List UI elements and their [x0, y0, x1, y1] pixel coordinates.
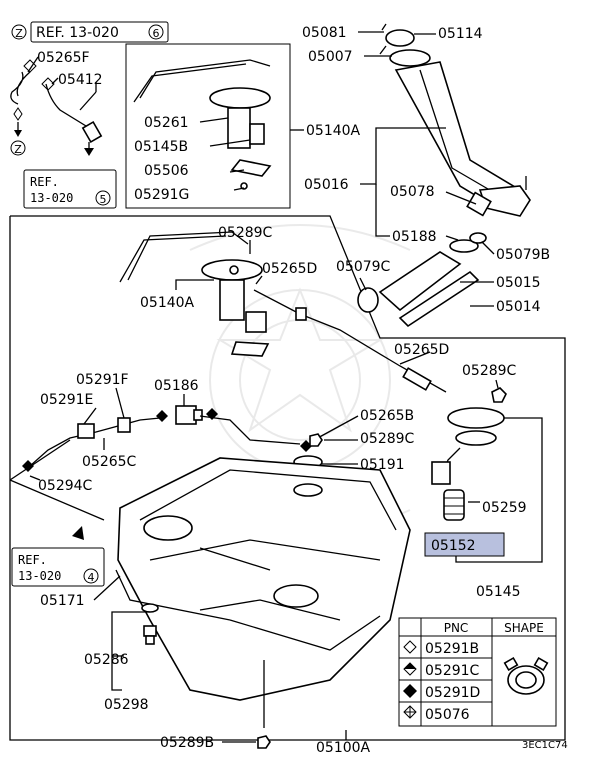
z-marker-bottom: Z [14, 143, 22, 156]
table-row-pnc-2: 05291C [425, 663, 480, 679]
label-05145[interactable]: 05145 [476, 584, 521, 600]
guide-line-b [9, 439, 71, 481]
filler-neck-assembly [357, 23, 531, 328]
table-row-pnc-1: 05291B [425, 641, 479, 657]
label-05286[interactable]: 05286 [84, 652, 129, 668]
table-header-shape: SHAPE [504, 621, 544, 635]
ref-top-num: 6 [153, 27, 160, 40]
label-05145B[interactable]: 05145B [134, 139, 188, 155]
diamond-05265F [23, 59, 37, 73]
arrow-ref-bottom [72, 526, 84, 540]
label-05265B[interactable]: 05265B [360, 408, 414, 424]
diamond-05412 [41, 77, 55, 91]
fuel-line-long [253, 289, 447, 393]
table-row-pnc-4: 05076 [425, 707, 470, 723]
label-05289C-b[interactable]: 05289C [462, 363, 517, 379]
ref-box-bottom: REF. 13-020 4 [11, 547, 105, 587]
ref-mid-line2: 13-020 [30, 191, 73, 205]
label-05412[interactable]: 05412 [58, 72, 103, 88]
label-05114[interactable]: 05114 [438, 26, 483, 42]
label-05291F[interactable]: 05291F [76, 372, 129, 388]
diamond-filled-icon [403, 684, 417, 698]
fuel-pump-module [119, 231, 270, 357]
label-05007[interactable]: 05007 [308, 49, 353, 65]
nut-05289B [257, 735, 271, 749]
label-05152[interactable]: 05152 [431, 538, 476, 554]
label-05289C-a[interactable]: 05289C [218, 225, 273, 241]
label-05186[interactable]: 05186 [154, 378, 199, 394]
label-05261[interactable]: 05261 [144, 115, 189, 131]
diagram-code: 3EC1C74 [522, 740, 568, 751]
highlight-05152[interactable] [424, 532, 505, 557]
label-05265D-b[interactable]: 05265D [394, 342, 449, 358]
label-05265F[interactable]: 05265F [37, 50, 90, 66]
label-05078[interactable]: 05078 [390, 184, 435, 200]
label-05188[interactable]: 05188 [392, 229, 437, 245]
pump-subassembly-box [125, 43, 291, 209]
frame-lines [9, 215, 566, 741]
ref-mid-line1: REF. [30, 175, 59, 189]
nut-05289C-c [309, 433, 323, 447]
ref-bot-num: 4 [88, 571, 95, 584]
label-05265C[interactable]: 05265C [82, 454, 137, 470]
label-05079C[interactable]: 05079C [336, 259, 391, 275]
label-05016[interactable]: 05016 [304, 177, 349, 193]
label-05100A[interactable]: 05100A [316, 740, 371, 756]
pnc-shape-table: PNC SHAPE 05291B 05291C 05291D 05076 [398, 617, 557, 727]
ref-top-prefix: Z [15, 27, 23, 40]
label-05259[interactable]: 05259 [482, 500, 527, 516]
fuel-tank [115, 457, 411, 701]
ref-bot-line2: 13-020 [18, 569, 61, 583]
diamond-outline-icon [403, 640, 417, 654]
fuel-line-assembly-left: Z [10, 56, 103, 156]
ref-top-text: REF. 13-020 [36, 25, 119, 41]
ref-bot-line1: REF. [18, 553, 47, 567]
label-05140A-top[interactable]: 05140A [306, 123, 361, 139]
left-line-assembly [22, 405, 312, 472]
label-05291G[interactable]: 05291G [134, 187, 189, 203]
ref-box-mid: REF. 13-020 5 [23, 169, 117, 209]
label-05015[interactable]: 05015 [496, 275, 541, 291]
ref-box-top: Z REF. 13-020 6 [11, 21, 169, 43]
label-05140A-mid[interactable]: 05140A [140, 295, 195, 311]
table-header-pnc: PNC [444, 621, 469, 635]
table-row-pnc-3: 05291D [425, 685, 480, 701]
label-05081[interactable]: 05081 [302, 25, 347, 41]
label-05289B[interactable]: 05289B [160, 735, 214, 751]
label-05506[interactable]: 05506 [144, 163, 189, 179]
label-05014[interactable]: 05014 [496, 299, 541, 315]
label-05265D-a[interactable]: 05265D [262, 261, 317, 277]
fuel-pump-in-tank [431, 407, 505, 521]
label-05291E[interactable]: 05291E [40, 392, 93, 408]
nut-05289C-b [491, 387, 507, 403]
label-05171[interactable]: 05171 [40, 593, 85, 609]
guide-line-a [9, 479, 105, 521]
hose-clamp-icon [503, 656, 549, 695]
label-05294C[interactable]: 05294C [38, 478, 93, 494]
ref-mid-num: 5 [100, 193, 107, 206]
label-05289C-c[interactable]: 05289C [360, 431, 415, 447]
drain-plug-parts [111, 603, 159, 691]
label-05079B[interactable]: 05079B [496, 247, 550, 263]
label-05298[interactable]: 05298 [104, 697, 149, 713]
